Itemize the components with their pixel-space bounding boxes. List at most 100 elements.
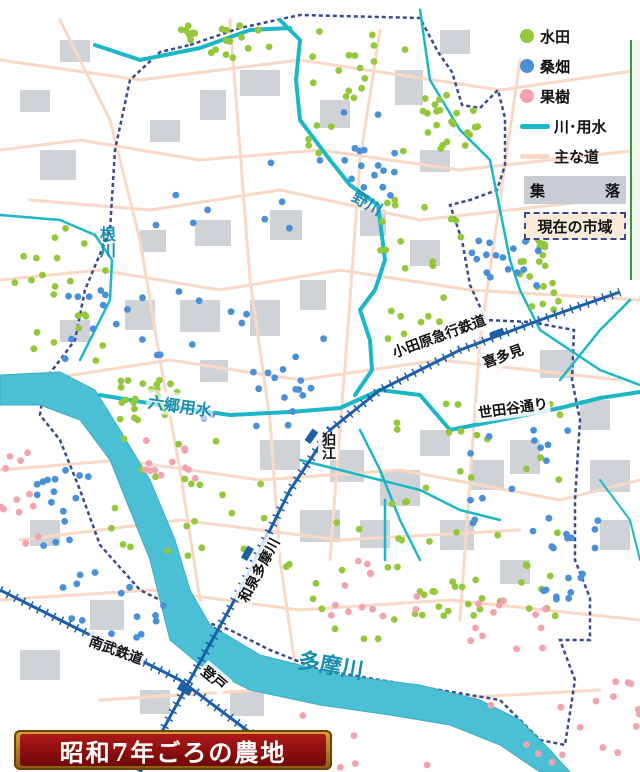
label-negawa: 根川 <box>97 226 116 258</box>
mulberry-dot <box>357 162 365 170</box>
fruit-dot <box>17 457 25 464</box>
rice-dot <box>391 201 399 209</box>
rice-dot <box>394 563 401 571</box>
mulberry-dot <box>591 544 599 552</box>
rice-dot <box>219 491 226 499</box>
rice-dot <box>377 247 384 254</box>
fruit-dot <box>142 466 149 474</box>
rice-dot <box>437 145 445 153</box>
title-plate: 昭和7年ごろの農地 <box>14 730 332 770</box>
rice-dot <box>440 294 447 302</box>
legend-label: 川･用水 <box>554 117 607 136</box>
mulberry-dot <box>467 450 474 457</box>
mulberry-dot <box>340 109 348 116</box>
rice-dot <box>436 106 444 114</box>
rice-dot <box>401 265 409 272</box>
mulberry-dot <box>160 602 167 609</box>
mulberry-dot <box>351 144 359 152</box>
rice-dot <box>555 297 562 305</box>
rice-dot <box>424 312 432 320</box>
fruit-dot <box>487 701 495 709</box>
fruit-dot <box>181 445 189 453</box>
fruit-dot <box>299 712 307 719</box>
fruit-dot <box>2 465 9 472</box>
rice-dot <box>187 36 195 44</box>
fruit-dot <box>472 624 479 632</box>
rice-dot <box>28 276 35 284</box>
legend-label: 水田 <box>540 27 571 46</box>
fruit-dot <box>341 582 349 589</box>
rice-dot <box>541 262 549 270</box>
rice-dot <box>457 468 464 475</box>
mulberry-dot <box>483 269 491 276</box>
rice-dot <box>526 273 534 280</box>
rice-dot <box>442 400 450 408</box>
rice-dot <box>222 51 230 58</box>
rice-dot <box>400 330 408 338</box>
fruit-dot <box>423 761 431 769</box>
rice-dot <box>184 552 192 560</box>
rice-dot <box>550 289 558 296</box>
rice-dot-icon <box>520 29 534 43</box>
fruit-dot <box>145 459 153 467</box>
fruit-dot <box>576 724 584 731</box>
rice-dot <box>549 279 556 287</box>
fruit-dot <box>15 508 23 516</box>
mulberry-dot <box>537 444 544 451</box>
mulberry-dot <box>152 617 160 625</box>
mulberry-dot <box>76 472 83 479</box>
legend-label: 果樹 <box>540 87 571 106</box>
mulberry-dot <box>371 171 378 179</box>
rice-dot <box>551 612 559 620</box>
mulberry-dot <box>72 494 80 502</box>
mulberry-dot <box>102 291 109 299</box>
mulberry-dot <box>73 580 81 588</box>
mulberry-dot <box>91 569 99 576</box>
rice-dot <box>399 147 407 155</box>
rice-fields-layer <box>11 22 564 643</box>
rice-dot <box>517 258 525 266</box>
mulberry-dot <box>271 374 279 382</box>
fruit-dot <box>413 593 421 600</box>
mulberry-dot <box>48 498 55 506</box>
rice-dot <box>33 254 40 262</box>
rice-dot <box>50 291 58 298</box>
rice-dot <box>397 238 405 245</box>
mulberry-dot <box>531 437 538 444</box>
rice-dot <box>433 121 440 129</box>
rice-dot <box>351 52 359 59</box>
mulberry-dot <box>50 488 58 496</box>
rice-dot <box>198 544 206 552</box>
fruit-dot <box>599 744 607 751</box>
fruit-dot <box>614 749 622 757</box>
mulberry-dot <box>189 219 197 227</box>
rice-dot <box>80 240 88 247</box>
mulberry-dot <box>307 384 315 392</box>
fruit-dot <box>157 471 165 479</box>
rice-dot <box>473 431 481 439</box>
river-line-icon <box>520 123 550 129</box>
mulberry-dot <box>529 527 537 535</box>
mulberry-dot <box>126 583 133 591</box>
mulberry-dot <box>267 159 275 167</box>
rice-dot <box>539 300 547 308</box>
rice-dot <box>102 267 109 274</box>
rice-dot <box>312 579 320 587</box>
orchards-layer <box>0 437 640 771</box>
mulberry-dot <box>485 433 493 440</box>
mulberry-dot <box>543 457 550 465</box>
roads-layer <box>0 18 640 702</box>
city-boundary <box>38 13 592 747</box>
rice-dot <box>131 395 139 403</box>
rice-dot <box>282 563 290 571</box>
mulberry-dot <box>492 252 500 259</box>
rice-dot <box>476 605 484 613</box>
mulberry-dot <box>316 157 324 164</box>
fruit-dot <box>539 644 546 652</box>
mulberry-dot <box>261 215 269 223</box>
rice-dot <box>305 142 313 149</box>
mulberry-dot <box>508 485 516 493</box>
road-line-icon <box>520 153 550 159</box>
rice-dot <box>309 595 317 603</box>
rice-dot <box>384 564 392 571</box>
